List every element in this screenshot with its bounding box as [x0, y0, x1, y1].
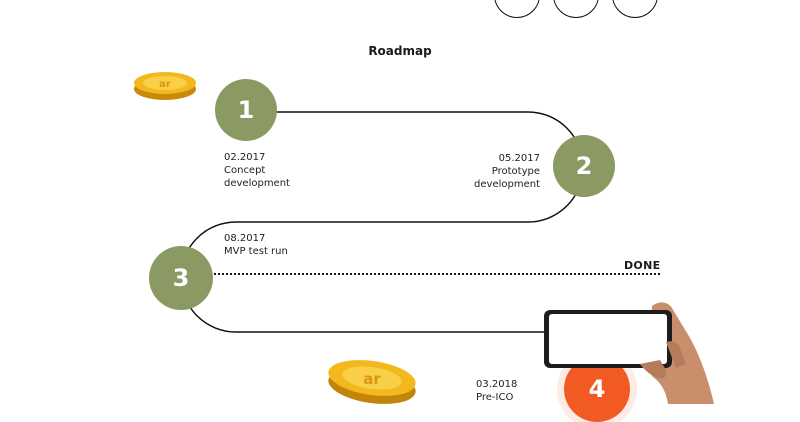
hand-holding-phone-icon: [544, 302, 714, 404]
coin-icon: ar: [134, 72, 196, 100]
svg-text:ar: ar: [363, 370, 381, 388]
milestone-4-text-1: Pre-ICO: [476, 392, 514, 403]
milestone-3-label: 08.2017 MVP test run: [224, 232, 288, 258]
milestone-2-node[interactable]: 2: [553, 135, 615, 197]
milestone-2-date: 05.2017: [498, 153, 540, 164]
milestone-2-text-2: development: [474, 179, 540, 190]
roadmap-title: Roadmap: [368, 44, 432, 58]
milestone-1-label: 02.2017 Concept development: [224, 151, 290, 190]
milestone-2-text-1: Prototype: [491, 166, 540, 177]
milestone-3-text-1: MVP test run: [224, 246, 288, 257]
milestone-1-node[interactable]: 1: [215, 79, 277, 141]
milestone-4-date: 03.2018: [476, 379, 518, 390]
milestone-4-number: 4: [588, 375, 606, 403]
milestone-2-number: 2: [575, 152, 593, 180]
milestone-1-text-2: development: [224, 178, 290, 189]
milestone-2-label: 05.2017 Prototype development: [462, 152, 540, 191]
milestone-1-text-1: Concept: [224, 165, 266, 176]
milestone-1-number: 1: [237, 96, 255, 124]
milestone-3-node[interactable]: 3: [149, 246, 213, 310]
milestone-1-date: 02.2017: [224, 152, 266, 163]
svg-text:ar: ar: [159, 79, 171, 90]
milestone-3-date: 08.2017: [224, 233, 266, 244]
done-marker-label: DONE: [624, 259, 661, 272]
milestone-4-label: 03.2018 Pre-ICO: [476, 378, 536, 404]
coin-icon: ar: [328, 360, 416, 404]
milestone-3-number: 3: [172, 264, 190, 292]
